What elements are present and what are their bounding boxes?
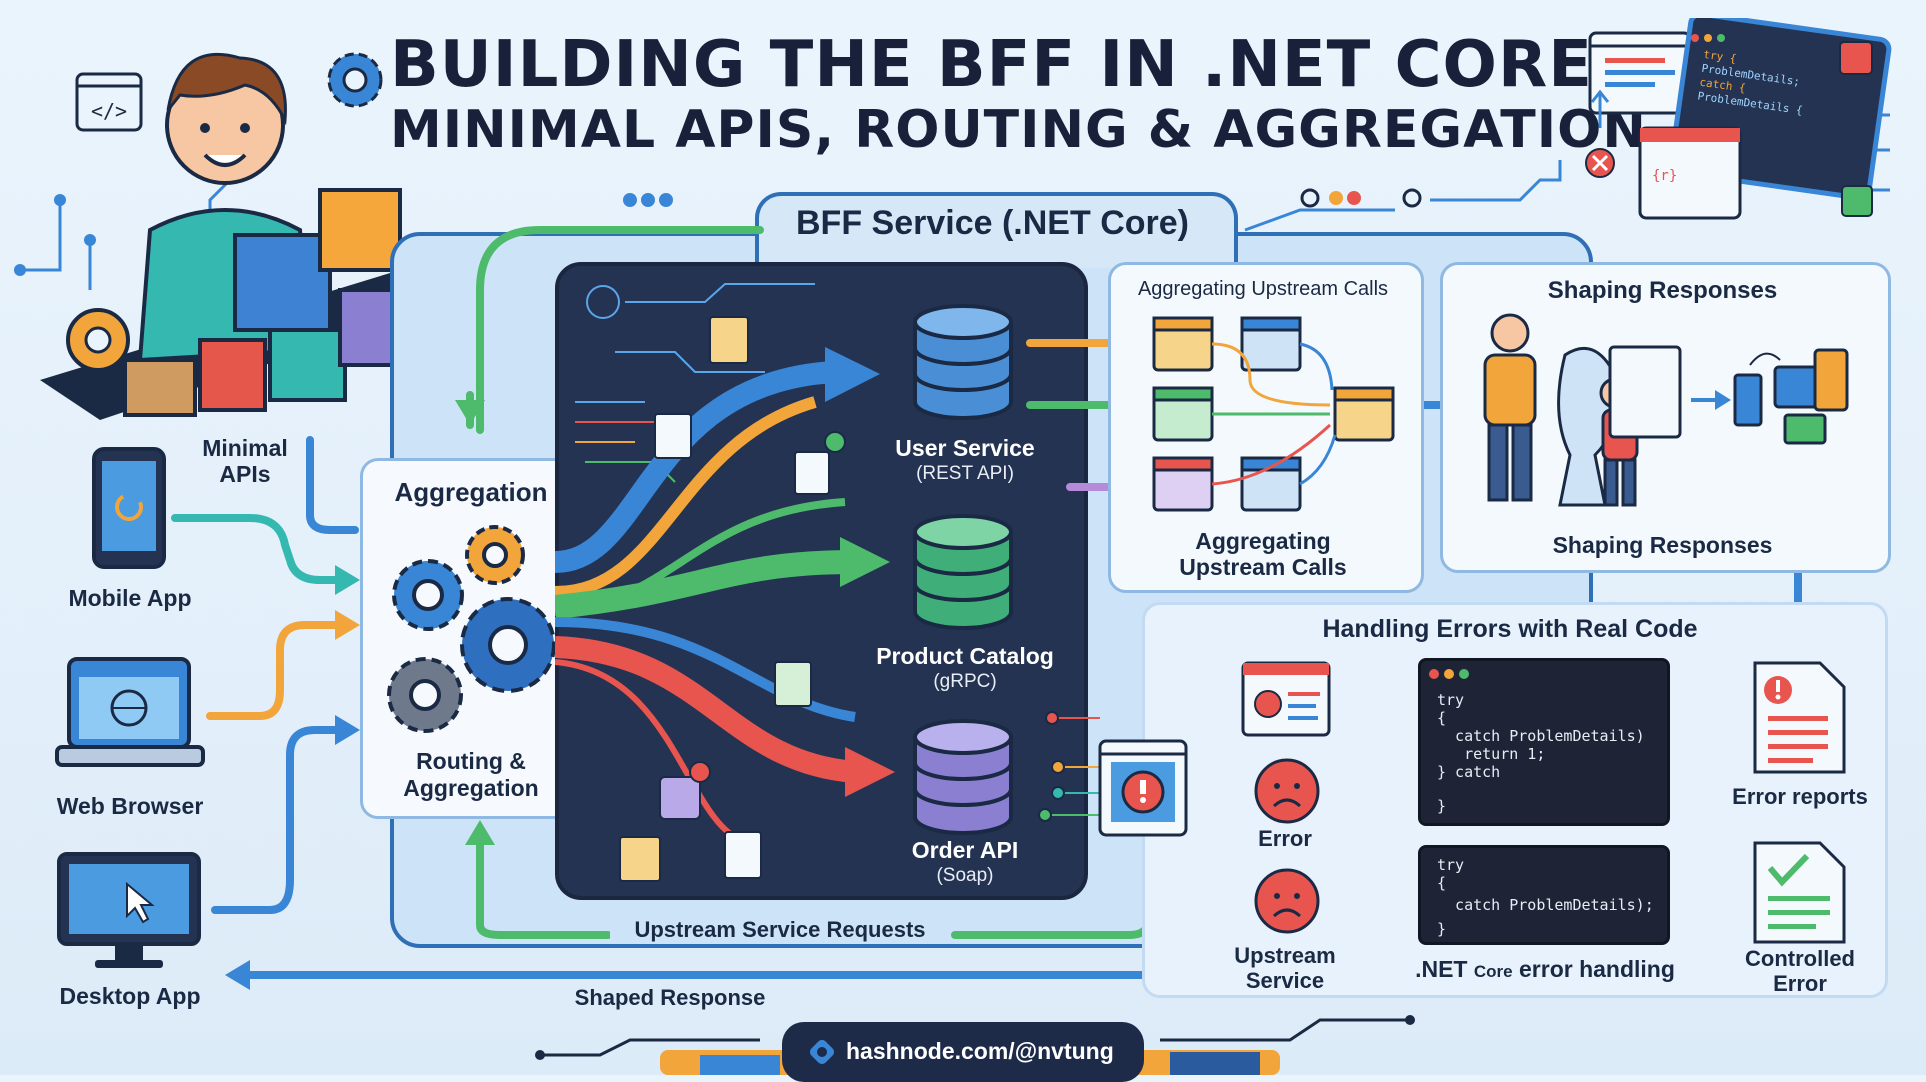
upstream-service-requests-label: Upstream Service Requests bbox=[610, 917, 950, 943]
footer-link-pill[interactable] bbox=[782, 1022, 1144, 1082]
error-label: Error bbox=[1258, 826, 1312, 851]
shaping-caption: Shaping Responses bbox=[1552, 532, 1773, 558]
user-service-name: User Service bbox=[895, 435, 1035, 461]
code-line: } bbox=[1437, 797, 1447, 815]
controlled-error-label: Controlled Error bbox=[1745, 946, 1855, 996]
caption-core: Core bbox=[1473, 962, 1513, 981]
bug-window-icon bbox=[1241, 661, 1331, 737]
caption-suffix: error handling bbox=[1512, 956, 1675, 982]
page-title: BUILDING THE BFF IN .NET CORE: bbox=[390, 28, 1620, 102]
aggregating-caption: Aggregating Upstream Calls bbox=[1179, 528, 1347, 580]
orange-cube bbox=[318, 188, 402, 272]
code-windows-illustration bbox=[1585, 18, 1892, 220]
controlled-error-icon bbox=[1753, 841, 1846, 944]
window-dots bbox=[1429, 665, 1474, 683]
code-window-icon: </> bbox=[75, 72, 143, 132]
minimal-apis-label: Minimal APIs bbox=[202, 435, 288, 487]
gears-icon bbox=[387, 525, 556, 733]
desktop-icon bbox=[57, 852, 201, 968]
laptop-icon bbox=[55, 657, 205, 767]
shaping-illustration bbox=[1483, 313, 1849, 507]
user-service-protocol: (REST API) bbox=[916, 463, 1014, 484]
code-line: catch ProblemDetails); bbox=[1437, 896, 1654, 914]
net-core-error-handling-label: .NET Core error handling bbox=[1395, 956, 1695, 983]
code-line: } bbox=[1437, 920, 1447, 938]
code-line: } catch bbox=[1437, 763, 1501, 781]
svg-text:</>: </> bbox=[91, 99, 127, 123]
order-api-protocol: (Soap) bbox=[936, 865, 994, 886]
code-line: { bbox=[1437, 709, 1447, 727]
caption-prefix: .NET bbox=[1415, 956, 1474, 982]
product-catalog-protocol: (gRPC) bbox=[933, 671, 997, 692]
error-report-icon bbox=[1753, 661, 1846, 774]
aggregating-windows bbox=[1152, 316, 1395, 512]
shaping-title: Shaping Responses bbox=[1547, 277, 1778, 304]
upstream-flows bbox=[555, 283, 1013, 882]
shaped-response-label: Shaped Response bbox=[574, 985, 766, 1010]
code-line: try bbox=[1437, 691, 1465, 709]
footer-link[interactable]: hashnode.com/@nvtung bbox=[846, 1038, 1114, 1064]
code-block-controlled: try { catch ProblemDetails); } bbox=[1418, 845, 1670, 945]
hashnode-logo-icon bbox=[809, 1039, 835, 1065]
web-browser-label: Web Browser bbox=[56, 793, 204, 819]
errors-title: Handling Errors with Real Code bbox=[1322, 615, 1698, 643]
code-block-try-catch: try { catch ProblemDetails) return 1; } … bbox=[1418, 658, 1670, 826]
order-api-name: Order API bbox=[911, 837, 1019, 863]
routing-aggregation-caption: Routing & Aggregation bbox=[403, 748, 539, 801]
code-line: catch ProblemDetails) bbox=[1437, 727, 1645, 745]
upstream-service-label: Upstream Service bbox=[1234, 943, 1336, 993]
desktop-app-label: Desktop App bbox=[59, 983, 201, 1009]
aggregation-title: Aggregation bbox=[394, 477, 548, 507]
upstream-error-face-icon bbox=[1254, 868, 1320, 934]
bff-service-title: BFF Service (.NET Core) bbox=[796, 204, 1189, 242]
red-cube bbox=[198, 338, 267, 412]
error-reports-label: Error reports bbox=[1732, 784, 1868, 809]
bff-service-tab bbox=[755, 192, 1238, 268]
alert-window-icon bbox=[1098, 739, 1188, 837]
aggregating-title: Aggregating Upstream Calls bbox=[1137, 278, 1389, 300]
mobile-icon bbox=[92, 447, 166, 569]
mobile-app-label: Mobile App bbox=[68, 585, 192, 611]
code-line: try bbox=[1437, 856, 1465, 874]
code-line: return 1; bbox=[1437, 745, 1546, 763]
code-line: { bbox=[1437, 874, 1447, 892]
gear-icon bbox=[327, 52, 383, 108]
page-subtitle: MINIMAL APIS, ROUTING & AGGREGATION bbox=[390, 100, 1647, 160]
product-catalog-name: Product Catalog bbox=[876, 643, 1054, 669]
mini-code-text: {r} bbox=[1652, 168, 1678, 184]
error-face-icon bbox=[1254, 758, 1320, 824]
circuit-line bbox=[20, 200, 62, 272]
